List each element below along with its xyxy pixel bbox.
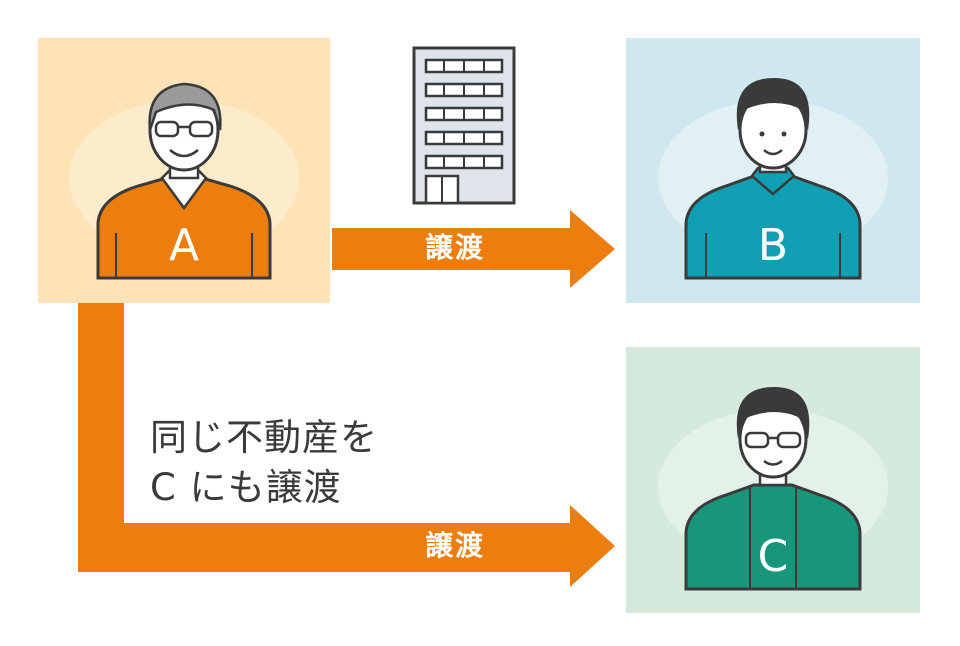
person-b-illustration: B [658, 78, 888, 280]
arrow-to-c [78, 303, 615, 587]
person-a-letter: A [169, 220, 199, 271]
person-c-sweater [684, 483, 862, 591]
person-c-illustration: C [658, 387, 888, 591]
note-line-1: 同じ不動産を [150, 416, 378, 459]
arrow-to-b [332, 210, 615, 288]
building-icon [412, 46, 516, 205]
note-line-2: C にも譲渡 [150, 465, 342, 509]
arrow-to-c-label: 譲渡 [425, 529, 486, 562]
person-c-letter: C [758, 531, 789, 582]
arrow-to-b-label: 譲渡 [425, 231, 486, 264]
note-text: 同じ不動産を C にも譲渡 [150, 413, 378, 513]
person-b-letter: B [758, 220, 788, 271]
person-a-illustration: A [69, 82, 299, 280]
